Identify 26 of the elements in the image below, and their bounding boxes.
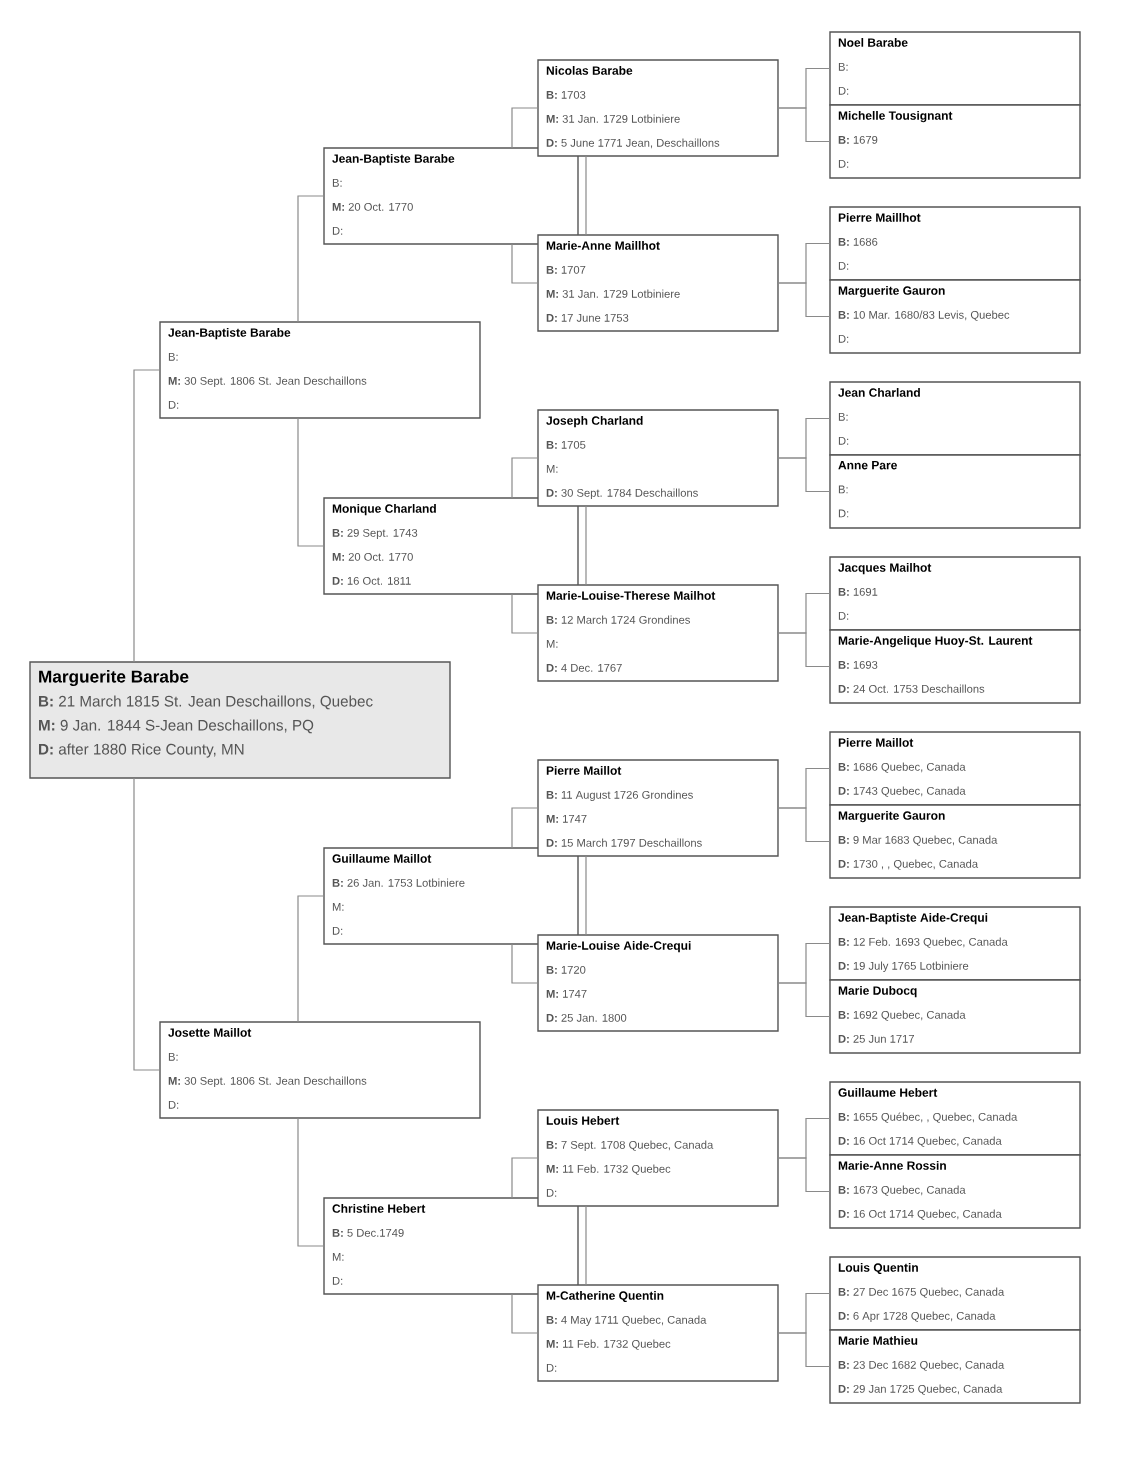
connector-line [511, 243, 539, 284]
connector-line [777, 457, 831, 493]
connector-line [511, 943, 539, 984]
connector-line [585, 855, 587, 936]
connector-line [777, 1332, 831, 1368]
connector-line [585, 155, 587, 236]
connector-line [511, 1157, 539, 1199]
connector-line [133, 777, 161, 1071]
connector-line [133, 369, 161, 663]
connector-line [511, 457, 539, 499]
connector-line [511, 593, 539, 634]
connector-line [585, 1205, 587, 1286]
connector-line [777, 107, 831, 143]
connector-line [297, 895, 325, 1023]
connector-line [777, 807, 831, 843]
connector-line [297, 417, 325, 547]
connector-line [511, 807, 539, 849]
connector-line [777, 282, 831, 318]
connector-line [297, 1117, 325, 1247]
connector-line [585, 505, 587, 586]
connector-line [777, 1157, 831, 1193]
connector-line [777, 982, 831, 1018]
connector-line [511, 107, 539, 149]
connector-line [777, 632, 831, 668]
connector-line [511, 1293, 539, 1334]
connector-line [297, 195, 325, 323]
